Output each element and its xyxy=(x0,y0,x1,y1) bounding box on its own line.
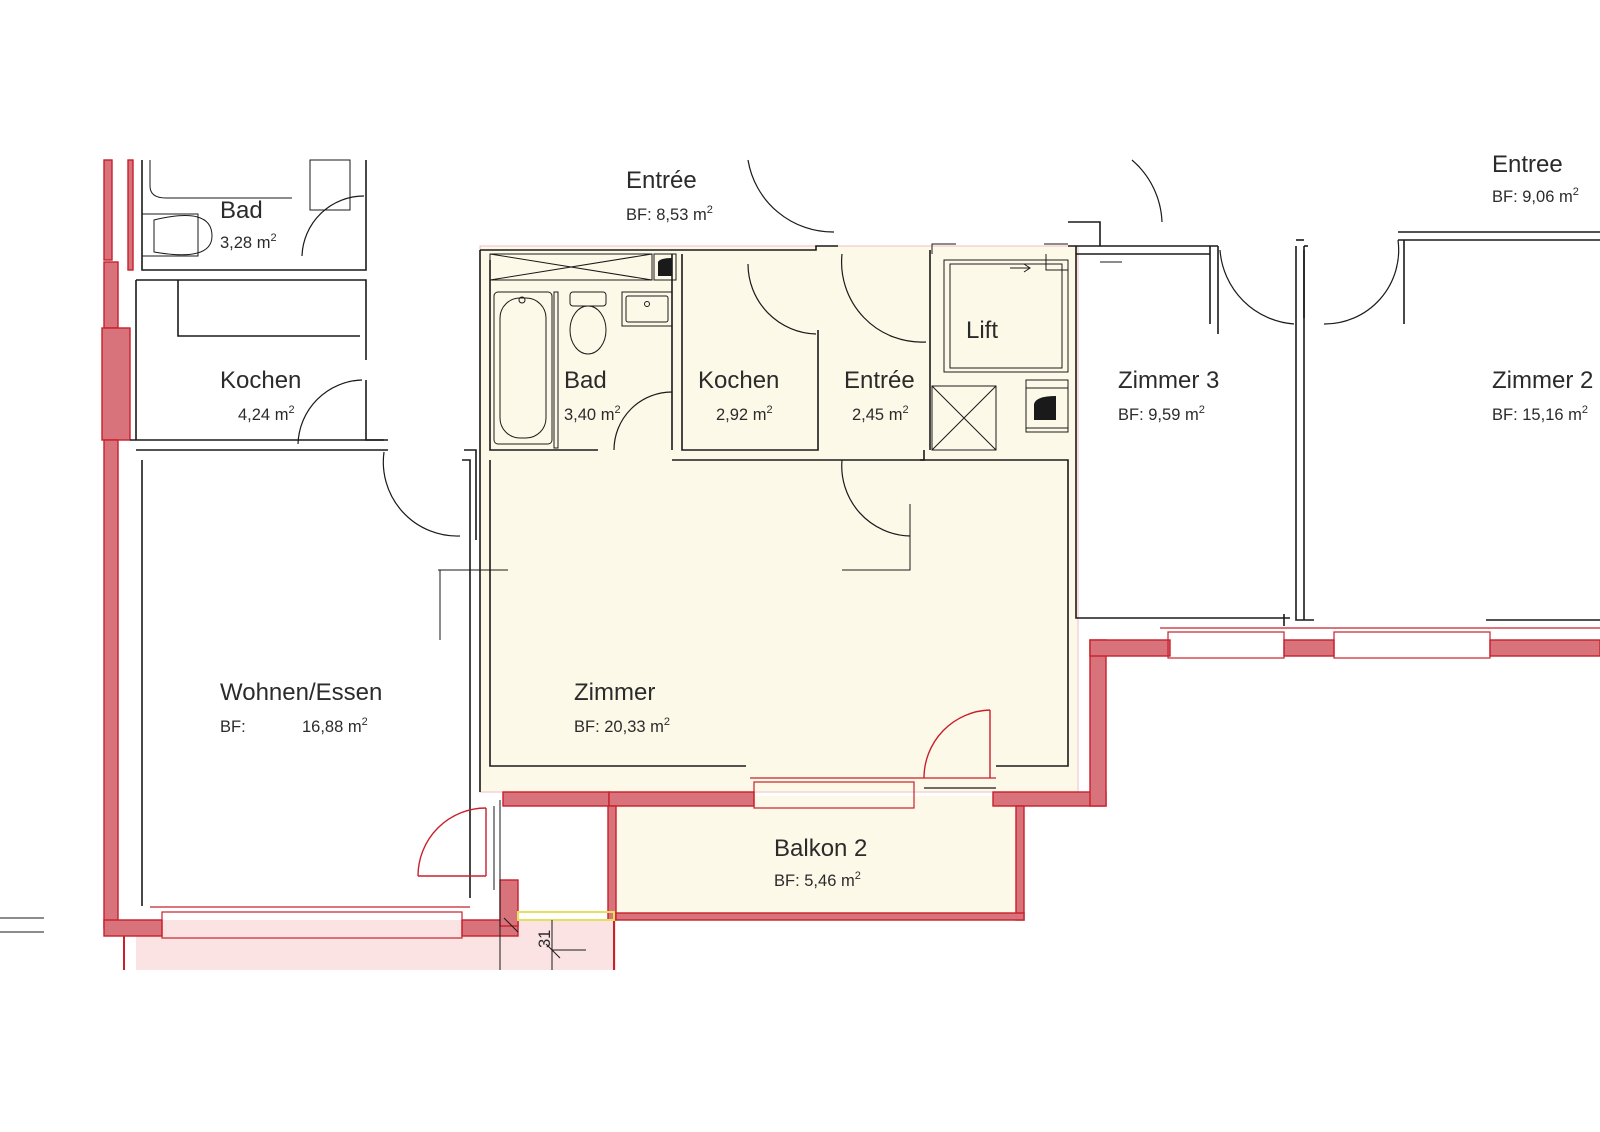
room-entree-top: Entrée BF: 8,53 m2 xyxy=(626,167,713,224)
room-name: Entree xyxy=(1492,151,1563,178)
dimension-label: 31 xyxy=(536,930,554,948)
room-name: Zimmer 3 xyxy=(1118,367,1219,394)
superscript: 2 xyxy=(1573,186,1579,198)
room-name: Lift xyxy=(966,317,998,344)
svg-text:3,28 m2: 3,28 m2 xyxy=(220,232,277,252)
room-zimmer: Zimmer BF: 20,33 m2 xyxy=(574,679,670,736)
room-name: Zimmer xyxy=(574,679,655,706)
room-area: BF: 8,53 m xyxy=(626,206,707,224)
svg-text:16,88 m2: 16,88 m2 xyxy=(302,716,368,736)
svg-text:2,92 m2: 2,92 m2 xyxy=(716,404,773,424)
room-name: Wohnen/Essen xyxy=(220,679,382,706)
superscript: 2 xyxy=(1199,404,1205,416)
superscript: 2 xyxy=(902,404,908,416)
room-entree-top-right: Entree BF: 9,06 m2 xyxy=(1492,151,1579,206)
superscript: 2 xyxy=(614,404,620,416)
room-zimmer-2: Zimmer 2 BF: 15,16 m2 xyxy=(1492,367,1593,424)
superscript: 2 xyxy=(855,870,861,882)
superscript: 2 xyxy=(766,404,772,416)
room-name: Kochen xyxy=(220,367,301,394)
svg-text:BF: 9,06 m2: BF: 9,06 m2 xyxy=(1492,186,1579,206)
room-area: BF: 20,33 m xyxy=(574,718,664,736)
room-area: 4,24 m xyxy=(238,406,288,424)
room-kochen-left: Kochen 4,24 m2 xyxy=(220,367,301,424)
room-name: Bad xyxy=(564,367,607,394)
room-area: 3,40 m xyxy=(564,406,614,424)
interior-walls xyxy=(130,160,1600,970)
room-zimmer-3: Zimmer 3 BF: 9,59 m2 xyxy=(1118,367,1219,424)
superscript: 2 xyxy=(664,716,670,728)
room-area: 2,92 m xyxy=(716,406,766,424)
svg-text:BF: 8,53 m2: BF: 8,53 m2 xyxy=(626,204,713,224)
svg-text:4,24 m2: 4,24 m2 xyxy=(238,404,295,424)
doors xyxy=(297,159,1400,877)
room-bad: Bad 3,40 m2 xyxy=(564,367,621,424)
svg-text:BF: 20,33 m2: BF: 20,33 m2 xyxy=(574,716,670,736)
room-name: Bad xyxy=(220,197,263,224)
room-bad-left: Bad 3,28 m2 xyxy=(220,197,277,252)
room-area: BF: 5,46 m xyxy=(774,872,855,890)
svg-text:BF: 9,59 m2: BF: 9,59 m2 xyxy=(1118,404,1205,424)
room-area: BF: 9,59 m xyxy=(1118,406,1199,424)
svg-text:BF: 5,46 m2: BF: 5,46 m2 xyxy=(774,870,861,890)
svg-text:BF: 15,16 m2: BF: 15,16 m2 xyxy=(1492,404,1588,424)
room-kochen: Kochen 2,92 m2 xyxy=(698,367,779,424)
superscript: 2 xyxy=(1582,404,1588,416)
exterior-walls xyxy=(101,159,1600,970)
room-area: 2,45 m xyxy=(852,406,902,424)
dimension-mark xyxy=(0,911,615,970)
room-entree: Entrée 2,45 m2 xyxy=(844,367,915,424)
room-area: BF: 15,16 m xyxy=(1492,406,1582,424)
room-area: 3,28 m xyxy=(220,234,270,252)
room-wohnen-essen: Wohnen/Essen BF: 16,88 m2 xyxy=(220,679,382,736)
room-name: Balkon 2 xyxy=(774,835,867,862)
room-area: BF: 9,06 m xyxy=(1492,188,1573,206)
fixtures xyxy=(141,159,1069,451)
superscript: 2 xyxy=(270,232,276,244)
superscript: 2 xyxy=(707,204,713,216)
room-name: Zimmer 2 xyxy=(1492,367,1593,394)
unit-highlight xyxy=(136,245,1079,970)
room-name: Kochen xyxy=(698,367,779,394)
svg-text:2,45 m2: 2,45 m2 xyxy=(852,404,909,424)
room-name: Entrée xyxy=(844,367,915,394)
superscript: 2 xyxy=(362,716,368,728)
room-bf-label: BF: xyxy=(220,718,246,736)
svg-text:3,40 m2: 3,40 m2 xyxy=(564,404,621,424)
superscript: 2 xyxy=(288,404,294,416)
room-lift: Lift xyxy=(966,317,998,344)
room-name: Entrée xyxy=(626,167,697,194)
room-area: 16,88 m xyxy=(302,718,362,736)
room-balkon-2: Balkon 2 BF: 5,46 m2 xyxy=(774,835,867,890)
